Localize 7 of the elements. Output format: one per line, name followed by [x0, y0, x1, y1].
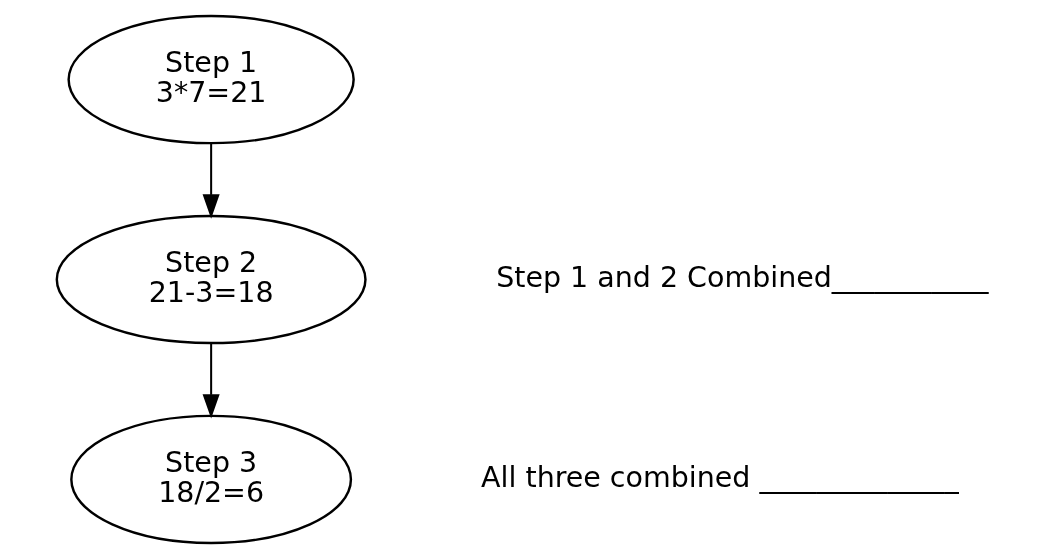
arrow: [202, 143, 220, 219]
node-ellipse: Step 1 3*7=21: [66, 14, 355, 145]
label: Step 1 and 2 Combined___________: [495, 261, 988, 295]
arrow: [202, 342, 220, 419]
node-ellipse: Step 3 18/2=6: [69, 414, 352, 545]
node-ellipse: Step 2 21-3=18: [55, 214, 367, 345]
label: All three combined ______________: [480, 460, 959, 494]
